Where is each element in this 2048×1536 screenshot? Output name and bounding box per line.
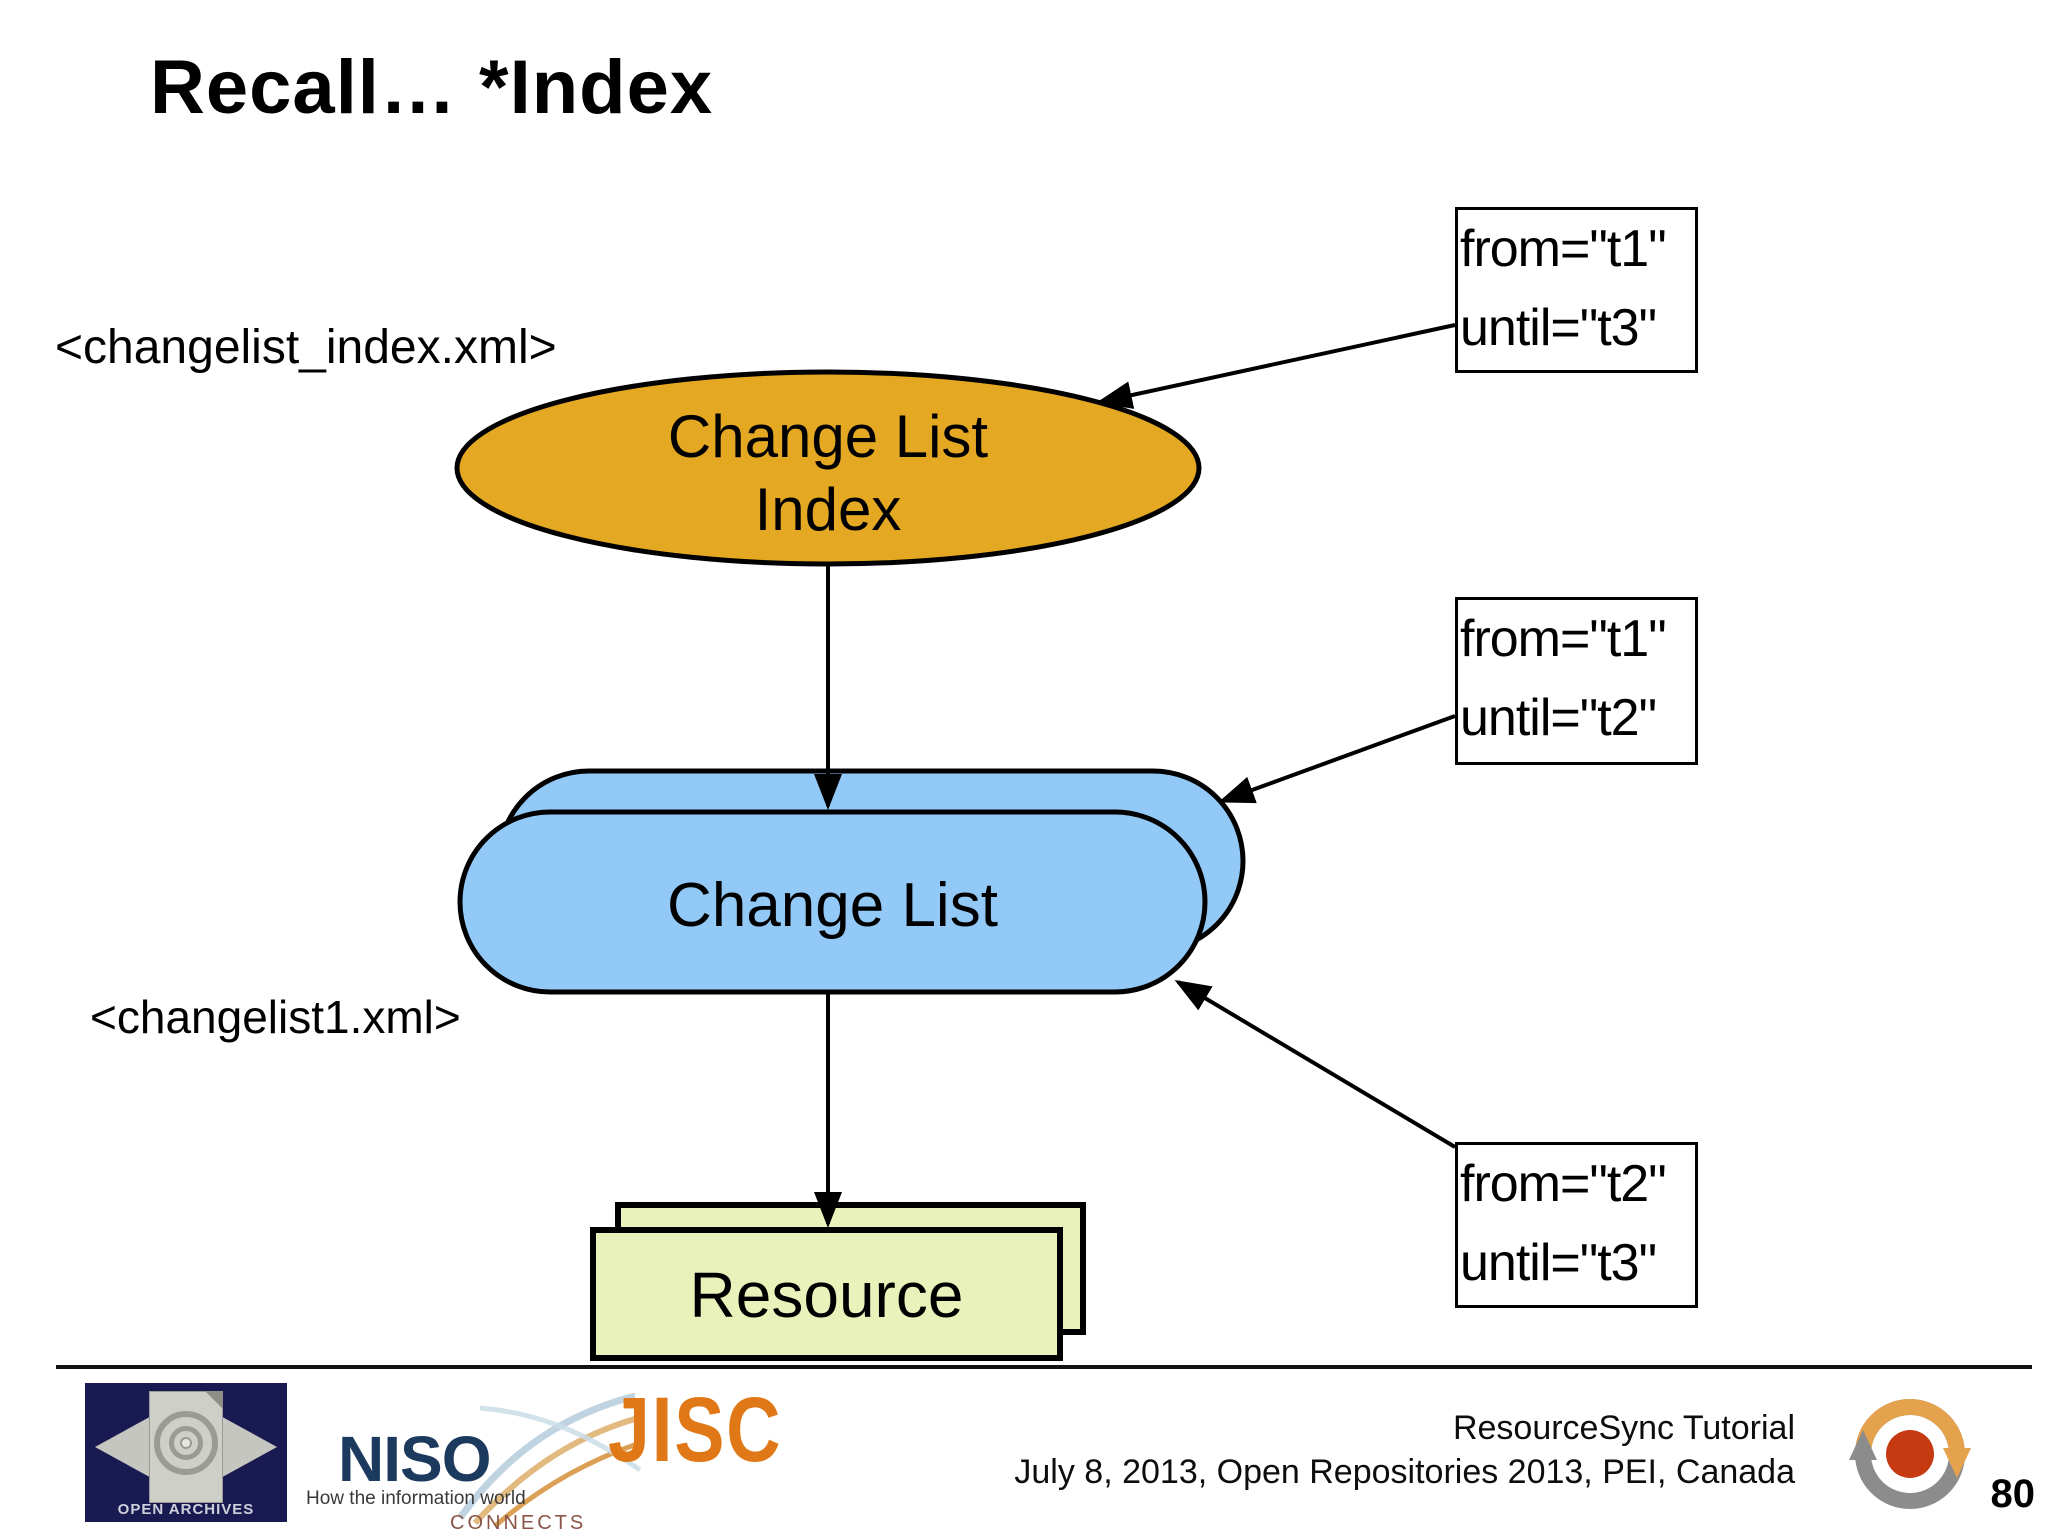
arrow-bottom-annotation-to-changelist	[1174, 979, 1457, 1149]
open-archives-circle-icon	[169, 1426, 203, 1460]
niso-logo: NISO How the information world CONNECTS	[300, 1388, 645, 1534]
arrow-middle-annotation-to-changelist	[1218, 714, 1456, 804]
change-list-index-label: Change List Index	[456, 400, 1200, 546]
niso-swoosh-icon	[457, 1392, 642, 1528]
page-number: 80	[1990, 1472, 2036, 1516]
resourcesync-logo	[1849, 1399, 1971, 1509]
footer-credit: ResourceSync Tutorial July 8, 2013, Open…	[900, 1406, 1795, 1494]
open-archives-logo: OPEN ARCHIVES	[85, 1383, 287, 1522]
change-list-index-node	[454, 369, 1202, 567]
footer-credit-line1: ResourceSync Tutorial	[1452, 1409, 1795, 1447]
changelist1-file-label: <changelist1.xml>	[90, 991, 461, 1043]
annotation-line: from="t1"	[1460, 610, 1667, 668]
annotation-line: from="t1"	[1460, 220, 1667, 278]
open-archives-label: OPEN ARCHIVES	[117, 1501, 255, 1518]
open-archives-circle-icon	[154, 1411, 218, 1475]
arrow-top-annotation-to-index	[1096, 323, 1456, 409]
niso-tagline: How the information world	[306, 1488, 526, 1509]
open-archives-dot-icon	[180, 1437, 192, 1449]
changelist-index-file-label: <changelist_index.xml>	[55, 321, 557, 374]
change-list-label: Change List	[667, 871, 998, 940]
resource-node-front	[590, 1227, 1063, 1361]
resource-label: Resource	[689, 1259, 964, 1331]
annotation-from-t1-until-t3: from="t1" until="t3"	[1455, 207, 1698, 373]
annotation-line: until="t3"	[1460, 299, 1657, 357]
annotation-from-t1-until-t2: from="t1" until="t2"	[1455, 597, 1698, 765]
niso-tagline-connects: CONNECTS	[450, 1512, 587, 1534]
jisc-logo: JISC	[608, 1379, 783, 1481]
annotation-line: until="t2"	[1460, 689, 1657, 747]
annotation-line: until="t3"	[1460, 1234, 1657, 1292]
niso-wordmark: NISO	[338, 1423, 491, 1495]
annotation-line: from="t2"	[1460, 1155, 1667, 1213]
change-list-index-label-line1: Change List	[667, 403, 989, 470]
page-title: Recall… *Index	[150, 45, 714, 130]
footer-credit-line2: July 8, 2013, Open Repositories 2013, PE…	[1014, 1453, 1795, 1491]
annotation-from-t2-until-t3: from="t2" until="t3"	[1455, 1142, 1698, 1308]
change-list-node-front	[457, 809, 1208, 995]
change-list-index-label-line2: Index	[754, 476, 902, 543]
